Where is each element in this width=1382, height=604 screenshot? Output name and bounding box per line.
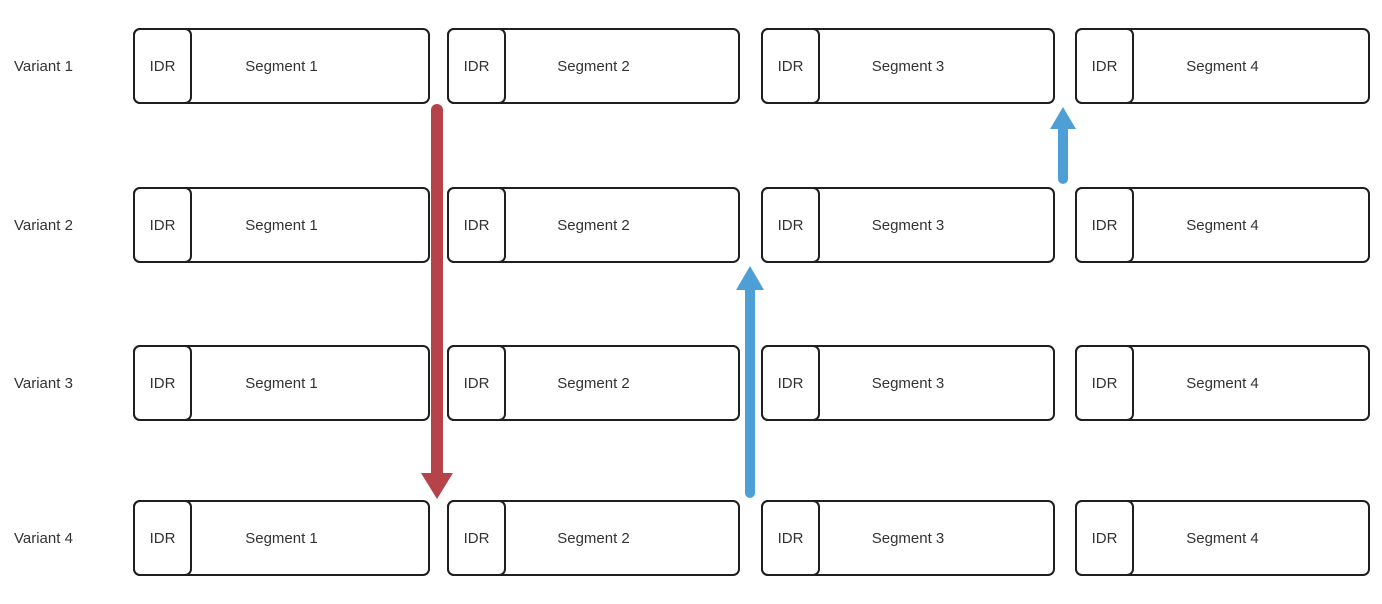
- variant-1-segment-2-group: Segment 2 IDR: [447, 28, 740, 104]
- segment-label: Segment 4: [1186, 529, 1259, 547]
- blue-short-up-arrow: [1050, 107, 1076, 184]
- variant-row-1: Variant 1 Segment 1 IDR Segment 2 IDR Se…: [0, 28, 1382, 104]
- blue-arrow-shaft: [745, 288, 755, 498]
- idr-label: IDR: [1091, 216, 1118, 234]
- segment-label: Segment 3: [871, 374, 945, 392]
- red-arrow-shaft: [431, 104, 443, 476]
- segment-label: Segment 4: [1186, 57, 1259, 75]
- variant-1-label: Variant 1: [14, 57, 73, 75]
- idr-label: IDR: [149, 57, 176, 75]
- idr-box: IDR: [133, 345, 192, 421]
- variant-3-label: Variant 3: [14, 374, 73, 392]
- idr-label: IDR: [1091, 57, 1118, 75]
- variant-4-segment-1-group: Segment 1 IDR: [133, 500, 430, 576]
- segment-label: Segment 1: [245, 374, 318, 392]
- variant-1-segment-1-group: Segment 1 IDR: [133, 28, 430, 104]
- segment-label: Segment 1: [245, 57, 318, 75]
- idr-label: IDR: [463, 216, 490, 234]
- variant-2-segment-4-group: Segment 4 IDR: [1075, 187, 1370, 263]
- variant-2-segment-2-group: Segment 2 IDR: [447, 187, 740, 263]
- variant-2-segment-1-group: Segment 1 IDR: [133, 187, 430, 263]
- idr-box: IDR: [761, 500, 820, 576]
- idr-label: IDR: [149, 529, 176, 547]
- idr-box: IDR: [133, 500, 192, 576]
- idr-box: IDR: [133, 28, 192, 104]
- idr-box: IDR: [1075, 28, 1134, 104]
- segment-label: Segment 2: [557, 216, 630, 234]
- idr-box: IDR: [1075, 345, 1134, 421]
- idr-label: IDR: [463, 529, 490, 547]
- idr-label: IDR: [1091, 374, 1118, 392]
- idr-box: IDR: [761, 28, 820, 104]
- segment-label: Segment 4: [1186, 374, 1259, 392]
- idr-label: IDR: [463, 374, 490, 392]
- red-arrow-head-down: [421, 473, 453, 499]
- variant-4-segment-2-group: Segment 2 IDR: [447, 500, 740, 576]
- segment-label: Segment 1: [245, 216, 318, 234]
- segment-label: Segment 1: [245, 529, 318, 547]
- blue-arrow-head-up: [736, 266, 764, 290]
- segment-label: Segment 3: [871, 57, 945, 75]
- variant-4-segment-4-group: Segment 4 IDR: [1075, 500, 1370, 576]
- variant-2-segment-3-group: Segment 3 IDR: [761, 187, 1055, 263]
- variant-1-segment-3-group: Segment 3 IDR: [761, 28, 1055, 104]
- idr-label: IDR: [777, 529, 804, 547]
- segment-label: Segment 2: [557, 374, 630, 392]
- idr-box: IDR: [447, 187, 506, 263]
- variant-3-segment-4-group: Segment 4 IDR: [1075, 345, 1370, 421]
- variant-4-segment-3-group: Segment 3 IDR: [761, 500, 1055, 576]
- idr-box: IDR: [447, 345, 506, 421]
- idr-box: IDR: [1075, 187, 1134, 263]
- variant-1-segment-4-group: Segment 4 IDR: [1075, 28, 1370, 104]
- variant-row-2: Variant 2 Segment 1 IDR Segment 2 IDR Se…: [0, 187, 1382, 263]
- blue-arrow-head-up: [1050, 107, 1076, 129]
- variant-row-4: Variant 4 Segment 1 IDR Segment 2 IDR Se…: [0, 500, 1382, 576]
- blue-arrow-shaft: [1058, 127, 1068, 184]
- segment-label: Segment 3: [871, 216, 945, 234]
- red-down-arrow: [421, 104, 453, 499]
- blue-long-up-arrow: [736, 266, 764, 498]
- variant-3-segment-3-group: Segment 3 IDR: [761, 345, 1055, 421]
- idr-label: IDR: [777, 374, 804, 392]
- idr-box: IDR: [1075, 500, 1134, 576]
- idr-label: IDR: [1091, 529, 1118, 547]
- variant-2-label: Variant 2: [14, 216, 73, 234]
- idr-box: IDR: [761, 345, 820, 421]
- idr-label: IDR: [777, 216, 804, 234]
- idr-box: IDR: [133, 187, 192, 263]
- segment-label: Segment 4: [1186, 216, 1259, 234]
- segment-label: Segment 2: [557, 57, 630, 75]
- segment-label: Segment 3: [871, 529, 945, 547]
- idr-box: IDR: [761, 187, 820, 263]
- idr-label: IDR: [777, 57, 804, 75]
- idr-label: IDR: [463, 57, 490, 75]
- idr-box: IDR: [447, 28, 506, 104]
- idr-label: IDR: [149, 374, 176, 392]
- variant-3-segment-2-group: Segment 2 IDR: [447, 345, 740, 421]
- idr-box: IDR: [447, 500, 506, 576]
- segment-label: Segment 2: [557, 529, 630, 547]
- variant-3-segment-1-group: Segment 1 IDR: [133, 345, 430, 421]
- idr-label: IDR: [149, 216, 176, 234]
- variant-4-label: Variant 4: [14, 529, 73, 547]
- variant-row-3: Variant 3 Segment 1 IDR Segment 2 IDR Se…: [0, 345, 1382, 421]
